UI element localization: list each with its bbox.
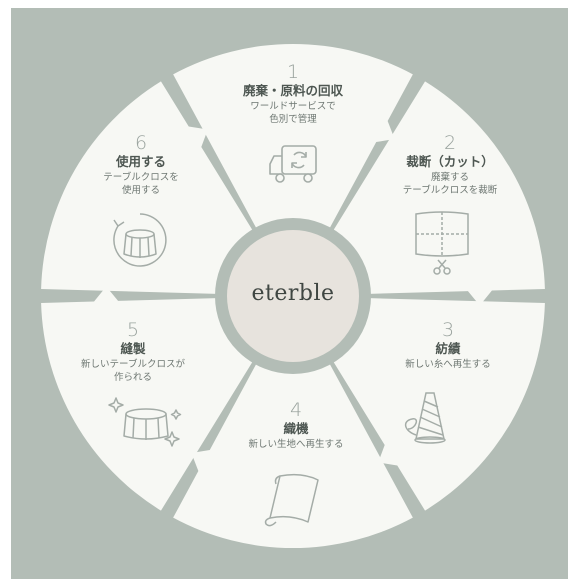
step-desc-line: 使用する (121, 185, 160, 196)
step-title: 使用する (115, 154, 166, 169)
step-desc-line: 新しい糸へ再生する (405, 359, 491, 370)
thread-spool-icon (404, 392, 446, 444)
sparkle-tablecloth-icon (108, 397, 182, 447)
step-desc-line: ワールドサービスで (250, 101, 336, 112)
step-number: 5 (126, 319, 140, 341)
step-number: 6 (134, 132, 148, 154)
center-hub (215, 218, 371, 374)
step-title: 縫製 (120, 341, 146, 356)
cloth-scissors-icon (415, 211, 469, 275)
tablecloth-cycle-icon (113, 213, 167, 267)
cycle-segments (41, 43, 545, 549)
step-6: 6 使用する テーブルクロスを 使用する (76, 133, 206, 197)
step-desc-line: テーブルクロスを裁断 (402, 185, 498, 196)
segment-6 (41, 81, 256, 294)
step-desc-line: 色別で管理 (269, 114, 317, 125)
recycle-truck-icon (269, 145, 317, 183)
segment-2 (330, 81, 545, 306)
step-number: 4 (289, 399, 303, 421)
center-brand-label: eterble (251, 281, 335, 306)
segment-4 (173, 359, 413, 549)
step-number: 2 (443, 132, 457, 154)
segment-5 (41, 286, 256, 511)
step-title: 裁断（カット） (406, 154, 494, 169)
step-desc-line: 新しい生地へ再生する (248, 439, 344, 450)
step-desc-line: テーブルクロスを (103, 172, 179, 183)
step-number: 1 (286, 61, 300, 83)
segment-1 (173, 43, 413, 233)
step-number: 3 (441, 319, 455, 341)
step-2: 2 裁断（カット） 廃棄する テーブルクロスを裁断 (385, 133, 515, 197)
segment-3 (330, 298, 545, 511)
step-title: 織機 (283, 421, 309, 436)
fabric-roll-icon (264, 473, 319, 527)
step-desc-line: 新しいテーブルクロスが (81, 359, 185, 370)
step-3: 3 紡績 新しい糸へ再生する (388, 320, 508, 371)
step-1: 1 廃棄・原料の回収 ワールドサービスで 色別で管理 (218, 62, 368, 126)
step-desc-line: 作られる (113, 372, 152, 383)
step-4: 4 織機 新しい生地へ再生する (236, 400, 356, 451)
step-5: 5 縫製 新しいテーブルクロスが 作られる (58, 320, 208, 384)
step-desc-line: 廃棄する (430, 172, 469, 183)
step-title: 廃棄・原料の回収 (242, 83, 343, 98)
step-title: 紡績 (435, 341, 461, 356)
